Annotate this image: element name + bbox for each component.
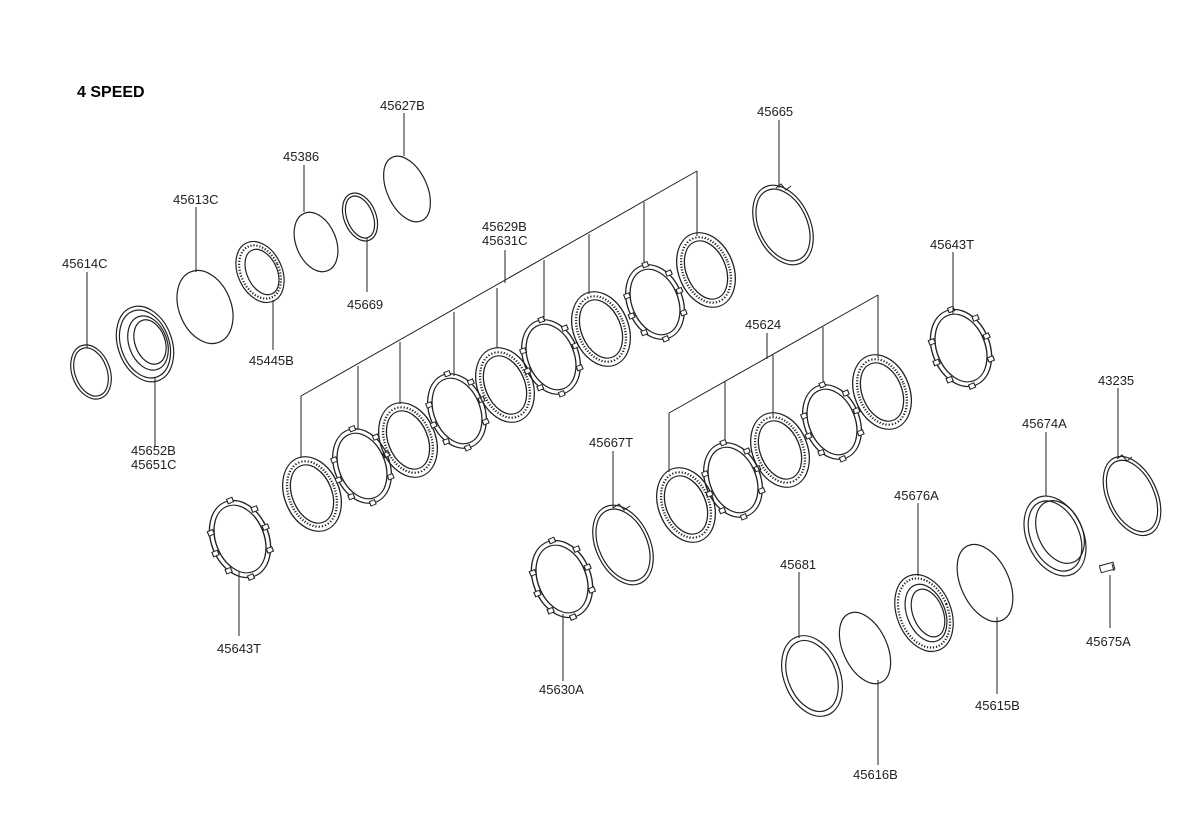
label-45613C: 45613C — [173, 192, 219, 207]
part-45613C-seal — [176, 269, 234, 345]
label-45445B: 45445B — [249, 353, 294, 368]
label-45624: 45624 — [745, 317, 781, 332]
part-45624-plate-1 — [644, 457, 728, 553]
part-45614C-snap-ring — [70, 344, 112, 400]
part-45669-snap-ring — [341, 192, 379, 242]
part-45616B-seal — [838, 611, 892, 685]
label-45631C: 45631C — [482, 233, 528, 248]
part-45652B-piston — [115, 305, 175, 383]
part-45665-snap-ring — [752, 183, 814, 266]
part-45631C-plate-2 — [413, 361, 501, 461]
part-45629B-plate-1 — [270, 446, 354, 542]
part-45627B-seal — [383, 155, 431, 223]
part-45629B-plate-5 — [664, 222, 748, 318]
label-45675A: 45675A — [1086, 634, 1131, 649]
label-45652B: 45652B — [131, 443, 176, 458]
part-45643T-left-plate — [194, 487, 286, 591]
label-45614C: 45614C — [62, 256, 108, 271]
label-45629B: 45629B — [482, 219, 527, 234]
part-45629B-plate-3 — [463, 337, 547, 433]
label-45616B: 45616B — [853, 767, 898, 782]
part-45675A-pin — [1098, 561, 1116, 574]
part-45667T-snap-ring — [592, 503, 654, 586]
part-45624-plate-5 — [840, 344, 924, 440]
part-45629B-plate-2 — [366, 392, 450, 488]
label-45643T-right: 45643T — [930, 237, 974, 252]
part-45445B-retainer — [235, 240, 285, 304]
part-45674A-housing — [1023, 495, 1087, 577]
diagram-title: 4 SPEED — [77, 84, 145, 101]
part-45386-seal — [293, 211, 339, 273]
label-45386: 45386 — [283, 149, 319, 164]
label-45674A: 45674A — [1022, 416, 1067, 431]
part-45615B-seal — [956, 543, 1014, 623]
part-45676A-piston — [894, 573, 954, 653]
label-45651C: 45651C — [131, 457, 177, 472]
part-45630A-plate — [516, 527, 608, 631]
part-45624-plate-3 — [738, 402, 822, 498]
label-45667T: 45667T — [589, 435, 633, 450]
leader-45629B-bracket — [300, 170, 698, 458]
part-45681-ring — [781, 635, 843, 717]
label-45643T-left: 45643T — [217, 641, 261, 656]
label-45669: 45669 — [347, 297, 383, 312]
part-45643T-right-plate — [915, 296, 1007, 400]
label-45676A: 45676A — [894, 488, 939, 503]
label-45630A: 45630A — [539, 682, 584, 697]
part-45631C-plate-3 — [507, 307, 595, 407]
part-43235-snap-ring — [1102, 454, 1162, 537]
label-45615B: 45615B — [975, 698, 1020, 713]
label-45627B: 45627B — [380, 98, 425, 113]
leader-45624-bracket — [668, 294, 879, 472]
label-43235: 43235 — [1098, 373, 1134, 388]
label-45665: 45665 — [757, 104, 793, 119]
label-45681: 45681 — [780, 557, 816, 572]
